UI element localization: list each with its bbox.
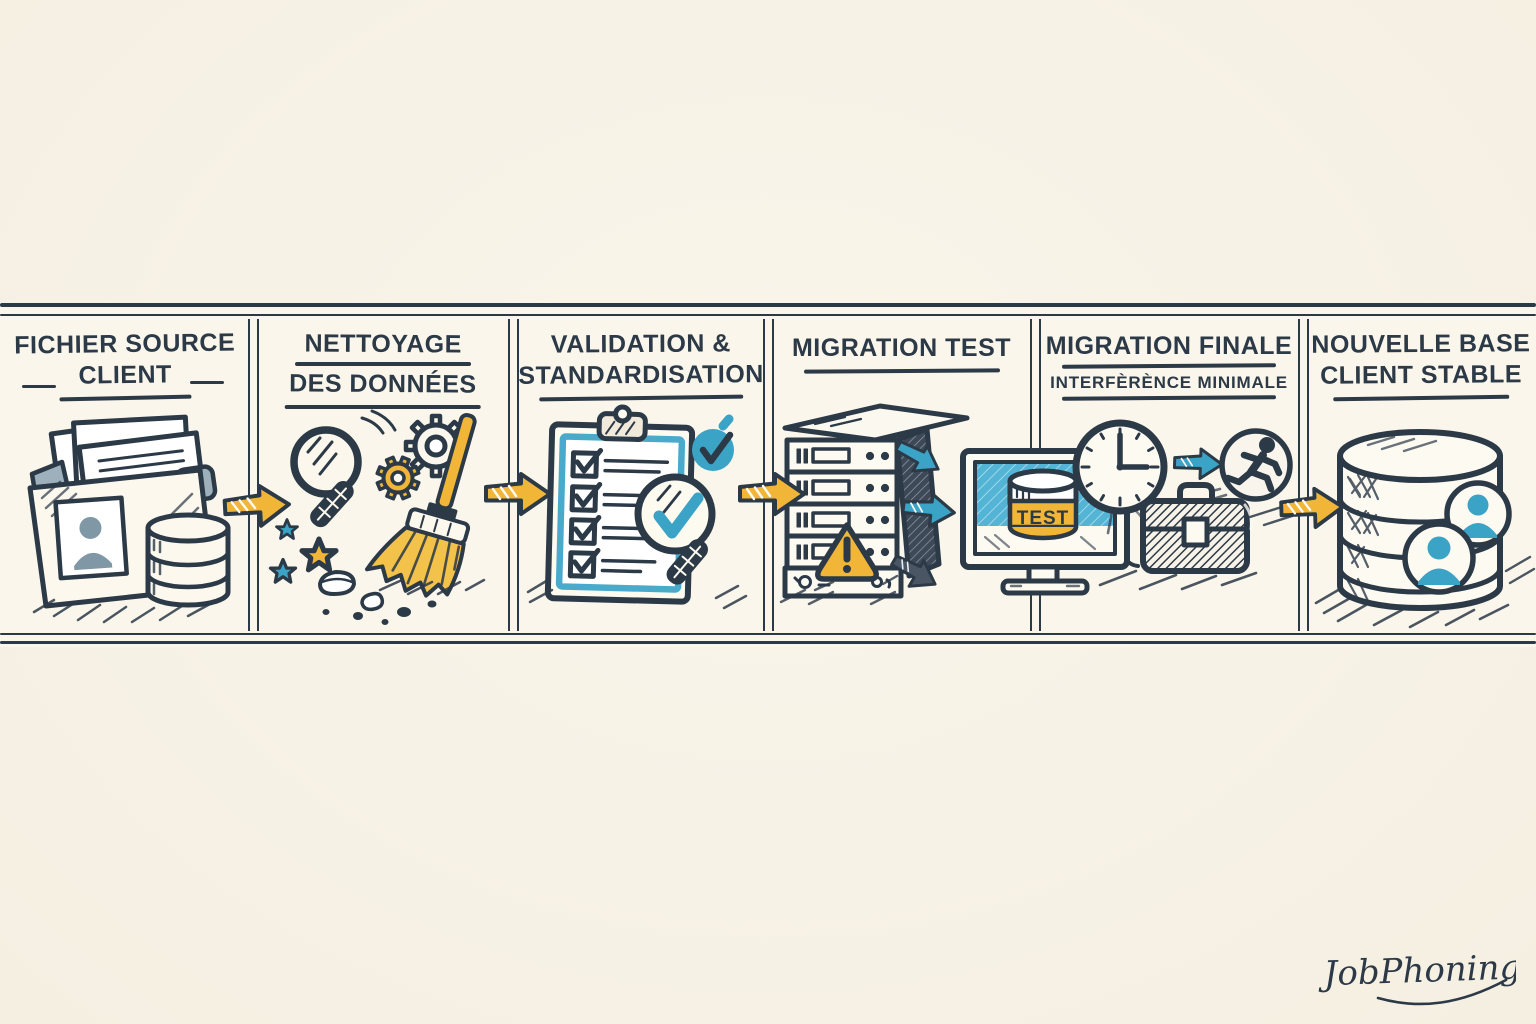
panel-title-line1: NOUVELLE BASE [1311, 329, 1531, 359]
panel-title-line1: FICHIER SOURCE [14, 328, 236, 360]
panel-divider-2 [508, 319, 519, 631]
checklist-row [567, 547, 657, 579]
title-underline [1061, 363, 1277, 369]
title-underline [1061, 394, 1277, 400]
data-cleaning-illustration [268, 409, 486, 625]
panel-title-line1: MIGRATION TEST [791, 334, 1012, 362]
database-small-icon [145, 512, 231, 608]
title-underline [1333, 394, 1510, 401]
transfer-arrow-teal [894, 440, 940, 473]
broom-icon [365, 413, 477, 598]
test-label: TEST [1017, 508, 1070, 529]
panel-fichier-source: FICHIER SOURCE CLIENT [0, 303, 250, 647]
migration-test-illustration [779, 403, 970, 606]
panel-nouvelle-base: NOUVELLE BASE CLIENT STABLE [1306, 303, 1536, 647]
flow-arrow-3 [738, 472, 806, 516]
flow-arrow-4 [1279, 486, 1345, 529]
panel-title-line2: DES DONNÉES [289, 368, 477, 399]
stable-database-illustration [1314, 429, 1536, 629]
ground-shadow [32, 598, 212, 624]
clipboard-icon [544, 404, 696, 605]
flow-arrow-1 [222, 483, 291, 528]
runner-icon [1210, 428, 1293, 502]
briefcase-icon [1140, 482, 1253, 574]
debris-icon [318, 570, 437, 625]
transfer-arrow-teal [901, 492, 956, 528]
panel-subtitle: INTERFÈRÈNCE MINIMALE [1050, 372, 1288, 392]
frame-line-top-thick [0, 303, 1536, 307]
panel-title-line2: CLIENT STABLE [1320, 360, 1523, 390]
title-side-dash [22, 385, 56, 388]
panel-validation: VALIDATION & STANDARDISATION [516, 303, 766, 647]
migration-finale-illustration [1072, 419, 1294, 591]
panel-title-line1: VALIDATION & [550, 329, 731, 359]
ground-shadow [378, 578, 486, 596]
frame-line-bottom-thin [0, 633, 1536, 635]
source-file-illustration [27, 414, 231, 624]
contact-card-icon [53, 495, 129, 581]
magnifier-check-icon [634, 473, 716, 585]
panel-title-line1: MIGRATION FINALE [1045, 332, 1293, 360]
process-strip: FICHIER SOURCE CLIENT NETTOYAGE DES DONN… [0, 303, 1536, 647]
panel-divider-1 [248, 319, 259, 631]
title-underline [539, 394, 744, 401]
checklist-row [570, 447, 670, 479]
validation-illustration [526, 404, 748, 610]
warning-icon [813, 522, 899, 592]
test-database-icon: TEST [1007, 468, 1079, 541]
ground-shadow [526, 578, 748, 610]
frame-line-top-thin [0, 314, 1536, 316]
panel-divider-5 [1298, 319, 1309, 631]
jobphoning-logo: JobPhoning [1317, 947, 1516, 1006]
flow-arrow-2 [484, 472, 552, 516]
monitor-stand [1000, 564, 1090, 596]
jobphoning-logo-text: JobPhoning [1317, 947, 1516, 994]
title-side-dash [190, 381, 224, 384]
gear-yellow-icon [375, 455, 421, 501]
transfer-arrow-dark [890, 554, 937, 588]
star-icon [268, 518, 299, 584]
title-underline [59, 394, 192, 401]
panel-nettoyage: NETTOYAGE DES DONNÉES [256, 303, 510, 647]
star-icon [299, 536, 339, 573]
check-circle-icon [692, 414, 734, 471]
title-underline [284, 404, 481, 408]
magnifier-icon [290, 426, 362, 528]
panel-migration-test: MIGRATION TEST [771, 303, 1032, 647]
user-badge-icon [1444, 480, 1512, 548]
speed-arrow-teal [1172, 447, 1224, 481]
panel-title-line1: NETTOYAGE [304, 329, 462, 359]
ground-shadow [1314, 555, 1536, 629]
user-badge-icon [1402, 521, 1476, 595]
ground-shadow [1098, 503, 1294, 591]
panel-migration-finale: MIGRATION FINALE INTERFÈRÈNCE MINIMALE [1038, 303, 1300, 647]
title-underline [803, 368, 1000, 374]
frame-line-bottom-thick [0, 641, 1536, 644]
title-underline [295, 362, 472, 366]
panel-title-line2: STANDARDISATION [518, 360, 764, 390]
